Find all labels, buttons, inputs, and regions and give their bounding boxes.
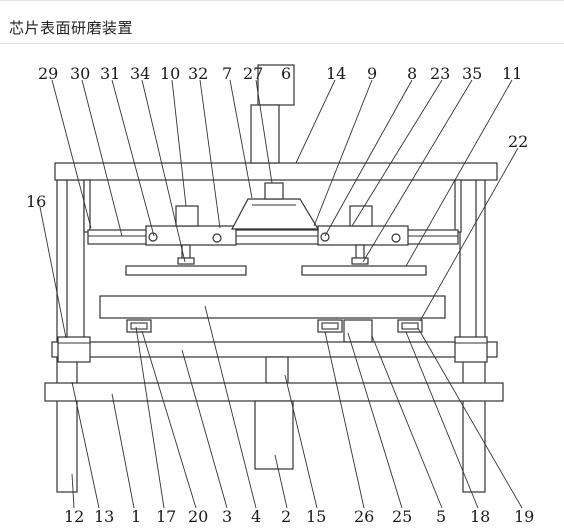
label-15: 15 — [306, 507, 326, 526]
label-4: 4 — [251, 507, 261, 526]
label-1: 1 — [131, 507, 141, 526]
label-14: 14 — [326, 64, 346, 83]
top-beam — [54, 162, 498, 181]
label-3: 3 — [222, 507, 232, 526]
right-carriage-roller-b — [391, 233, 401, 243]
work-table — [99, 295, 446, 319]
left-guide-post — [83, 179, 91, 233]
label-8: 8 — [407, 64, 417, 83]
right-grinding-disc — [301, 265, 427, 276]
right-spindle-collar — [351, 257, 369, 265]
left-carriage-roller-a — [148, 232, 158, 242]
left-carriage — [145, 225, 237, 246]
label-32: 32 — [188, 64, 208, 83]
left-motor-block — [175, 205, 199, 227]
page-title: 芯片表面研磨装置 — [9, 19, 134, 37]
label-27: 27 — [243, 64, 263, 83]
label-19: 19 — [514, 507, 534, 526]
left-grinding-disc — [125, 265, 247, 276]
leader-lines — [39, 79, 523, 509]
right-clamp — [454, 336, 488, 363]
part-labels: 29 30 31 34 10 32 7 27 6 14 9 8 23 35 11… — [26, 64, 534, 526]
left-carriage-roller-b — [212, 233, 222, 243]
label-16: 16 — [26, 192, 46, 211]
label-31: 31 — [100, 64, 120, 83]
label-11: 11 — [502, 64, 522, 83]
left-clamp — [57, 336, 91, 363]
left-bearing-inner — [130, 322, 148, 330]
right-carriage-roller-a — [320, 232, 330, 242]
label-13: 13 — [94, 507, 114, 526]
center-bearing-inner — [321, 322, 339, 330]
label-9: 9 — [367, 64, 377, 83]
label-26: 26 — [354, 507, 374, 526]
drive-block — [343, 319, 373, 343]
left-spindle-collar — [177, 257, 195, 265]
trapezoid-linkage — [231, 198, 320, 230]
label-18: 18 — [470, 507, 490, 526]
label-22: 22 — [508, 132, 528, 151]
right-guide-post — [454, 179, 462, 233]
linkage-hub — [264, 182, 284, 200]
label-29: 29 — [38, 64, 58, 83]
right-column-inner — [459, 179, 477, 341]
bottom-motor — [254, 400, 294, 470]
header-bar: 芯片表面研磨装置 — [0, 0, 564, 44]
mechanical-drawing: 29 30 31 34 10 32 7 27 6 14 9 8 23 35 11… — [26, 64, 534, 526]
label-30: 30 — [70, 64, 90, 83]
label-23: 23 — [430, 64, 450, 83]
label-34: 34 — [130, 64, 150, 83]
label-35: 35 — [462, 64, 482, 83]
label-2: 2 — [281, 507, 291, 526]
label-17: 17 — [156, 507, 176, 526]
center-column — [265, 356, 289, 384]
left-column-inner — [66, 179, 85, 341]
label-12: 12 — [64, 507, 84, 526]
base-plate — [44, 382, 504, 402]
label-20: 20 — [188, 507, 208, 526]
right-bearing-inner — [401, 322, 419, 330]
label-5: 5 — [436, 507, 446, 526]
motor-shaft-column — [250, 104, 280, 164]
label-25: 25 — [392, 507, 412, 526]
label-7: 7 — [222, 64, 232, 83]
label-10: 10 — [160, 64, 180, 83]
label-6: 6 — [281, 64, 291, 83]
right-motor-block — [349, 205, 373, 227]
